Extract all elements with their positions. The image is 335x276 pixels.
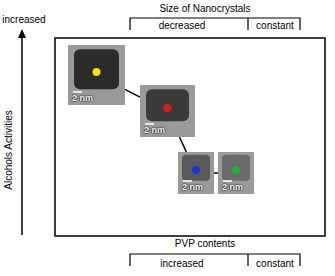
scale-bar [73, 91, 82, 93]
nanocrystal [182, 155, 210, 181]
nanocrystal [146, 89, 189, 121]
axis-label: Size of Nanocrystals [159, 3, 250, 15]
scale-label: 2 nm [72, 93, 93, 103]
scale-label: 2 nm [144, 125, 165, 135]
marker-dot [192, 166, 200, 174]
marker-dot [232, 166, 240, 174]
scale-label: 2 nm [182, 182, 203, 192]
axis-arrow [21, 36, 23, 235]
axis-label: increased [160, 258, 203, 270]
marker-dot [164, 104, 172, 112]
nanocrystal [74, 49, 119, 89]
axis-label: constant [256, 20, 294, 32]
axis-label: constant [256, 258, 294, 270]
axis-title: Alcohols Activities [3, 110, 15, 189]
axis-label: increased [2, 14, 45, 26]
arrow-head [18, 29, 26, 38]
nanocrystal [222, 155, 250, 181]
scale-bar [145, 123, 154, 125]
axis-label: PVP contents [175, 238, 235, 250]
tem-image: 2 nm [218, 152, 254, 194]
trend-line [179, 137, 186, 152]
tem-image: 2 nm [68, 45, 125, 105]
trend-line [125, 89, 140, 97]
scale-label: 2 nm [222, 182, 243, 192]
scale-bar [223, 180, 232, 182]
marker-dot [93, 68, 101, 76]
axis-label: decreased [159, 20, 206, 32]
scale-bar [183, 180, 192, 182]
tem-image: 2 nm [178, 152, 214, 194]
tem-image: 2 nm [140, 85, 195, 137]
plot-frame [55, 38, 325, 236]
